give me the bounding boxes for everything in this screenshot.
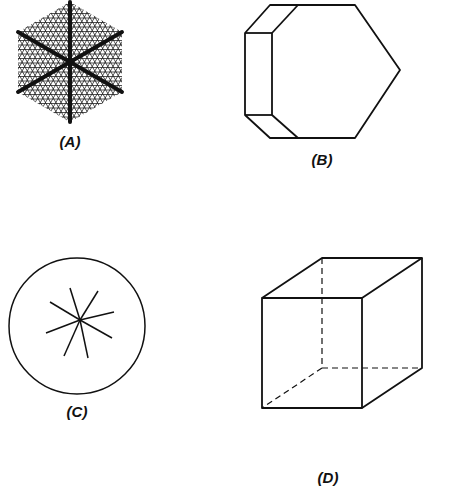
hatch-line — [0, 103, 150, 104]
circular-crystal — [9, 258, 145, 394]
hatch-line — [0, 112, 150, 113]
hatch-line — [0, 76, 150, 77]
hatch-line — [91, 28, 171, 167]
hatch-line — [0, 130, 150, 131]
hatch-line — [0, 0, 78, 113]
hatch-line — [21, 0, 101, 126]
hatch-line — [0, 40, 150, 41]
hatch-line — [0, 22, 58, 161]
hatch-line — [14, 0, 94, 122]
hatch-line — [99, 33, 179, 172]
hexagon-spokes — [18, 2, 122, 122]
figure-label: (A) — [60, 134, 81, 149]
cube — [262, 258, 422, 408]
figure-label: (B) — [312, 152, 333, 167]
hatch-line — [0, 22, 150, 23]
figure-label: (C) — [67, 404, 88, 419]
hatch-line — [0, 94, 150, 95]
hatch-line — [0, 0, 43, 93]
hatch-line — [84, 24, 164, 163]
figure-label: (D) — [318, 470, 339, 485]
hatch-line — [0, 25, 55, 164]
hatch-line — [0, 49, 150, 50]
hatch-line — [0, 4, 150, 5]
hatch-line — [0, 31, 150, 32]
hatch-line — [95, 0, 175, 94]
hatch-line — [95, 30, 175, 169]
hatch-line — [0, 13, 150, 14]
hatch-line — [0, 0, 74, 111]
hatching — [0, 0, 179, 171]
hatch-line — [88, 0, 168, 98]
hexagonal-prism — [245, 5, 400, 138]
hatch-line — [0, 0, 150, 1]
hatch-line — [0, 126, 150, 127]
hidden-edges — [262, 258, 422, 408]
hatch-line — [0, 121, 150, 122]
hatch-line — [0, 85, 150, 86]
hatch-line — [84, 0, 164, 100]
